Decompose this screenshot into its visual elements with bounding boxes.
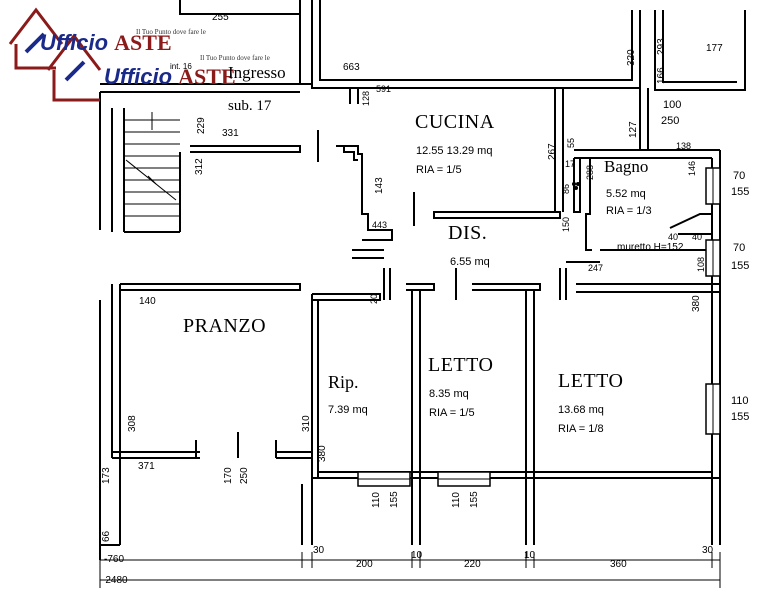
dim-55: 55 bbox=[566, 137, 576, 148]
dim-380a: 380 bbox=[691, 295, 702, 312]
dim-331: 331 bbox=[222, 128, 239, 139]
dim-110a: 110 bbox=[371, 492, 382, 508]
dim-247: 247 bbox=[588, 263, 604, 273]
room-pranzo-name: PRANZO bbox=[183, 315, 267, 337]
room-letto1-name: LETTO bbox=[428, 354, 494, 376]
watermark-brand-b-2: ASTE bbox=[178, 64, 236, 89]
dim-166: 166 bbox=[656, 67, 667, 84]
dim-100: 100 bbox=[663, 99, 682, 111]
dim-66: 66 bbox=[101, 530, 112, 542]
muretto-label: muretto H=152 bbox=[617, 242, 684, 253]
dim-127: 127 bbox=[628, 121, 639, 138]
room-letto1-ria: RIA = 1/5 bbox=[429, 407, 475, 419]
bottom-dim-760: -760 bbox=[104, 554, 125, 565]
watermark-brand-b: ASTE bbox=[114, 30, 172, 55]
dim-443: 443 bbox=[372, 220, 388, 230]
dim-229: 229 bbox=[196, 117, 207, 134]
bottom-dim-10a: 10 bbox=[411, 550, 423, 561]
dim-380b: 380 bbox=[317, 445, 328, 462]
entrance-label: Ingresso bbox=[228, 63, 286, 82]
win-155c: 155 bbox=[731, 411, 750, 423]
dim-110b: 110 bbox=[451, 492, 462, 508]
dim-267: 267 bbox=[547, 143, 558, 160]
bottom-dim-30b: 30 bbox=[702, 545, 714, 556]
bottom-dim-200: 200 bbox=[356, 559, 373, 570]
room-bagno-ria: RIA = 1/3 bbox=[606, 205, 652, 217]
dim-663: 663 bbox=[343, 62, 360, 73]
dim-40a: 40 bbox=[668, 232, 679, 242]
dim-293: 293 bbox=[656, 38, 667, 55]
win-110: 110 bbox=[731, 395, 749, 407]
room-cucina-ria: RIA = 1/5 bbox=[416, 164, 462, 176]
dim-17: 17 bbox=[565, 159, 576, 169]
watermark-brand-a: Ufficio bbox=[40, 30, 109, 55]
dim-86: 86 bbox=[561, 183, 571, 194]
room-cucina-area: 12.55 13.29 mq bbox=[416, 145, 493, 157]
dim-312: 312 bbox=[194, 158, 205, 175]
dim-371: 371 bbox=[138, 461, 155, 472]
bottom-dim-360: 360 bbox=[610, 559, 627, 570]
dim-177: 177 bbox=[706, 43, 723, 54]
room-bagno-area: 5.52 mq bbox=[606, 188, 646, 200]
dim-320: 320 bbox=[626, 49, 637, 66]
dim-140: 140 bbox=[139, 296, 156, 307]
room-dis-name: DIS. bbox=[448, 222, 488, 244]
room-rip-name: Rip. bbox=[328, 372, 359, 392]
dim-143: 143 bbox=[374, 177, 385, 194]
dim-155a: 155 bbox=[389, 491, 400, 508]
dim-308: 308 bbox=[127, 415, 138, 432]
bottom-dim-10b: 10 bbox=[524, 550, 536, 561]
watermark-brand-a-2: Ufficio bbox=[104, 64, 173, 89]
win-155b: 155 bbox=[731, 260, 750, 272]
dim-128: 128 bbox=[361, 90, 371, 106]
dim-150: 150 bbox=[561, 216, 571, 232]
dim-146: 146 bbox=[687, 160, 697, 176]
win-155a: 155 bbox=[731, 186, 750, 198]
win-70a: 70 bbox=[733, 170, 746, 182]
watermark-tagline-1: Il Tuo Punto dove fare le bbox=[136, 28, 206, 36]
room-letto2-name: LETTO bbox=[558, 370, 624, 392]
room-letto2-ria: RIA = 1/8 bbox=[558, 423, 604, 435]
dim-173: 173 bbox=[101, 467, 112, 484]
dim-138: 138 bbox=[676, 141, 692, 151]
dim-288: 288 bbox=[585, 164, 595, 180]
win-70b: 70 bbox=[733, 242, 746, 254]
watermark-logo-top: Ufficio ASTE bbox=[40, 30, 172, 56]
dim-255: 255 bbox=[212, 12, 229, 23]
dim-310: 310 bbox=[301, 415, 312, 432]
bottom-dim-2480: -2480 bbox=[102, 575, 128, 586]
dim-108: 108 bbox=[696, 256, 706, 272]
int-label: int. 16 bbox=[170, 62, 192, 71]
room-rip-area: 7.39 mq bbox=[328, 404, 368, 416]
sub-label: sub. 17 bbox=[228, 98, 272, 114]
bottom-dim-30a: 30 bbox=[313, 545, 325, 556]
room-letto1-area: 8.35 mq bbox=[429, 388, 469, 400]
dim-20: 20 bbox=[369, 293, 379, 304]
dim-591: 591 bbox=[376, 84, 392, 94]
dim-250a: 250 bbox=[661, 115, 680, 127]
watermark-tagline-2: Il Tuo Punto dove fare le bbox=[200, 54, 270, 62]
room-cucina-name: CUCINA bbox=[415, 111, 495, 133]
room-bagno-name: Bagno bbox=[604, 157, 649, 176]
dim-170: 170 bbox=[223, 467, 234, 484]
dim-40b: 40 bbox=[692, 232, 703, 242]
room-dis-area: 6.55 mq bbox=[450, 256, 490, 268]
bottom-dim-220: 220 bbox=[464, 559, 481, 570]
room-letto2-area: 13.68 mq bbox=[558, 404, 604, 416]
dim-155b: 155 bbox=[469, 491, 480, 508]
dim-250b: 250 bbox=[239, 467, 250, 484]
watermark-logo-bottom: Ufficio ASTE bbox=[104, 64, 236, 90]
